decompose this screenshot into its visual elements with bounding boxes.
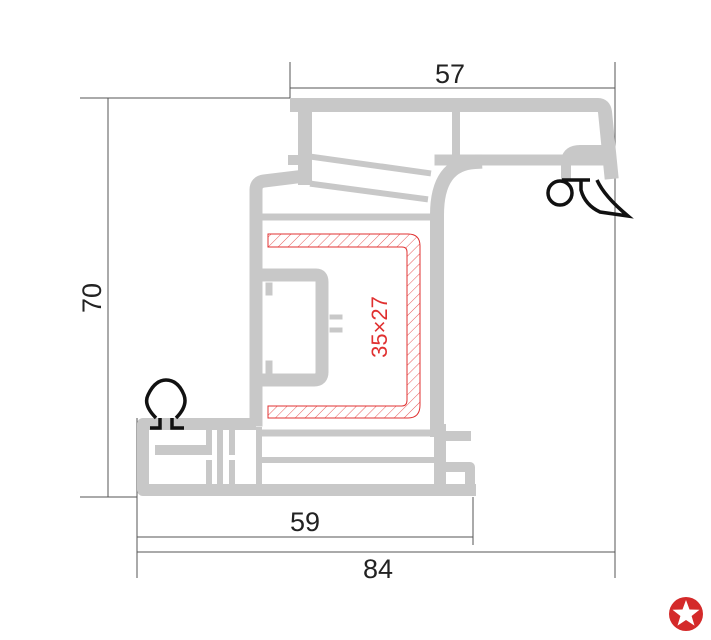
steel-size-label: 35×27 <box>367 296 392 358</box>
dimension-lines <box>80 62 616 578</box>
dimension-base-width: 59 <box>290 507 320 537</box>
red-star-logo-icon <box>669 597 703 631</box>
steel-reinforcement: 35×27 <box>267 233 421 419</box>
gasket-top <box>546 178 634 219</box>
dimension-top-width: 57 <box>435 59 465 89</box>
dimension-height: 70 <box>77 283 107 313</box>
gasket-bottom <box>144 378 187 430</box>
dimension-total-width: 84 <box>363 554 393 584</box>
pvc-profile <box>137 98 619 496</box>
